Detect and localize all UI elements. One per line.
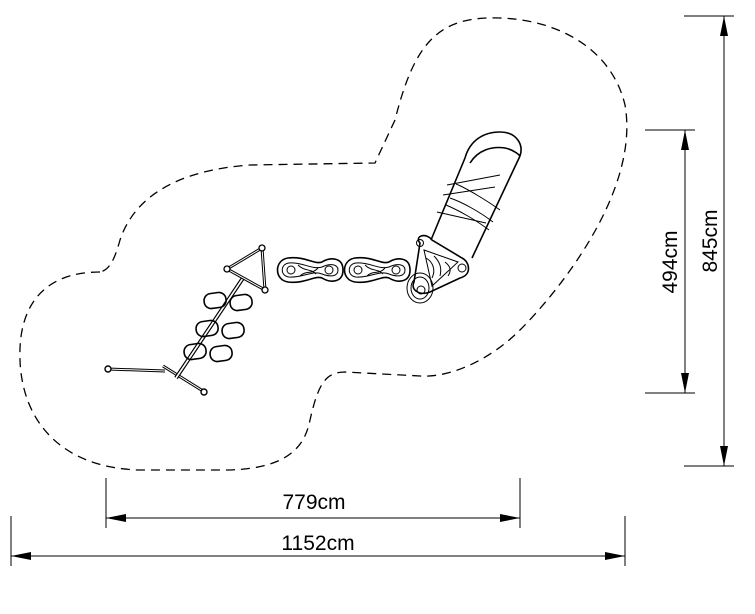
dimension-total-width [10, 516, 626, 566]
tube-slide [430, 131, 522, 259]
dimension-label-total-height: 845cm [699, 209, 722, 272]
dimension-label-inner-height: 494cm [659, 230, 682, 293]
dimension-total-height [684, 15, 734, 467]
slide-tower-equipment [406, 131, 522, 304]
ring-ladder [183, 291, 253, 363]
dimension-inner-width [105, 478, 521, 528]
stepping-panel-1 [276, 256, 344, 284]
dimension-inner-height [645, 129, 695, 394]
tower-base [406, 234, 470, 304]
dimension-label-inner-width: 779cm [282, 491, 345, 514]
stepping-panel-2 [343, 256, 411, 284]
triangle-frame [223, 244, 269, 294]
safety-zone-outline [19, 17, 628, 471]
dimension-label-total-width: 1152cm [281, 532, 354, 555]
balance-beam-equipment [104, 244, 269, 396]
